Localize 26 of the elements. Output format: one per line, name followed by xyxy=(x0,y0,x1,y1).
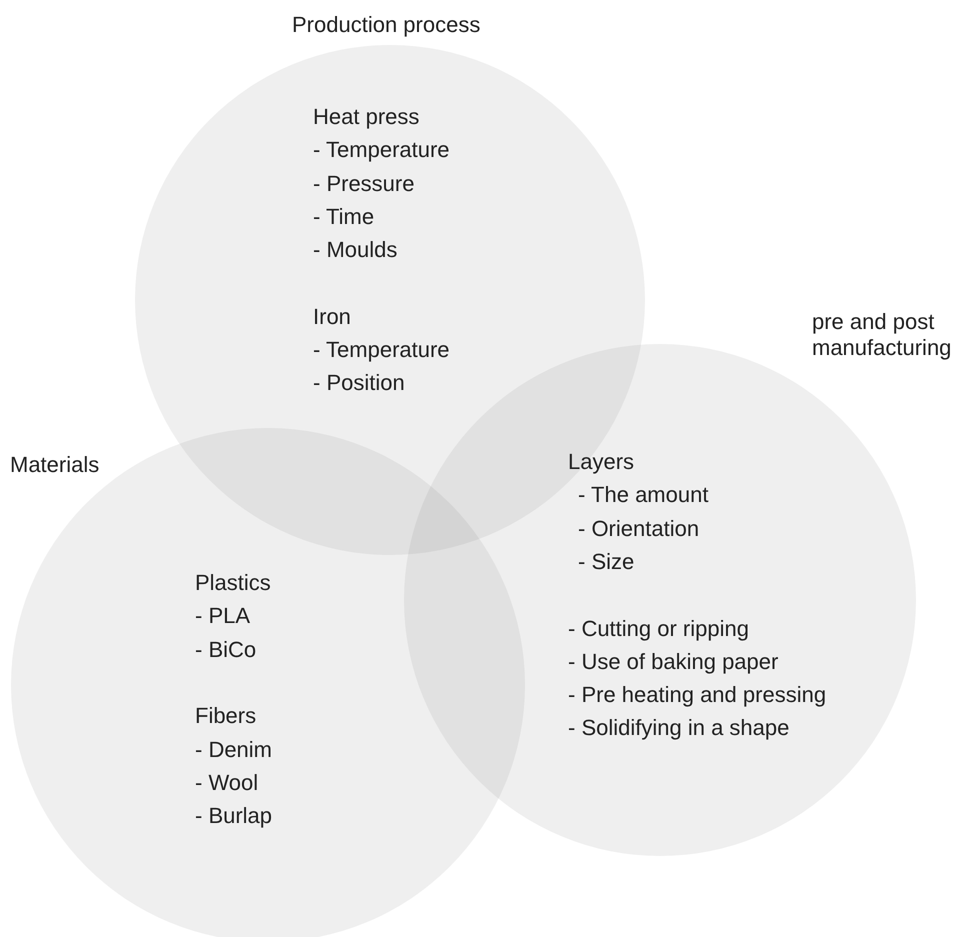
list-item: - PLA xyxy=(195,603,250,629)
list-heading: Plastics xyxy=(195,570,271,596)
list-item: - Pressure xyxy=(313,171,414,197)
circle-heading: pre and post manufacturing xyxy=(812,309,952,361)
list-item: - Position xyxy=(313,370,405,396)
list-item: - Orientation xyxy=(578,516,700,542)
list-item: - The amount xyxy=(578,482,708,508)
list-item: - Use of baking paper xyxy=(568,649,778,675)
list-item: - Moulds xyxy=(313,237,398,263)
list-item: - Denim xyxy=(195,737,272,763)
list-item: - Cutting or ripping xyxy=(568,616,749,642)
list-item: - BiCo xyxy=(195,637,256,663)
list-item: - Time xyxy=(313,204,374,230)
list-item: - Pre heating and pressing xyxy=(568,682,826,708)
list-item: - Temperature xyxy=(313,337,450,363)
list-item: - Temperature xyxy=(313,137,450,163)
list-item: - Size xyxy=(578,549,634,575)
list-heading: Layers xyxy=(568,449,634,475)
circle-heading: Materials xyxy=(10,452,100,478)
list-item: - Solidifying in a shape xyxy=(568,715,790,741)
list-heading: Iron xyxy=(313,304,351,330)
list-item: - Wool xyxy=(195,770,258,796)
list-heading: Fibers xyxy=(195,703,256,729)
list-item: - Burlap xyxy=(195,803,272,829)
list-heading: Heat press xyxy=(313,104,420,130)
circle-heading: Production process xyxy=(292,12,482,38)
